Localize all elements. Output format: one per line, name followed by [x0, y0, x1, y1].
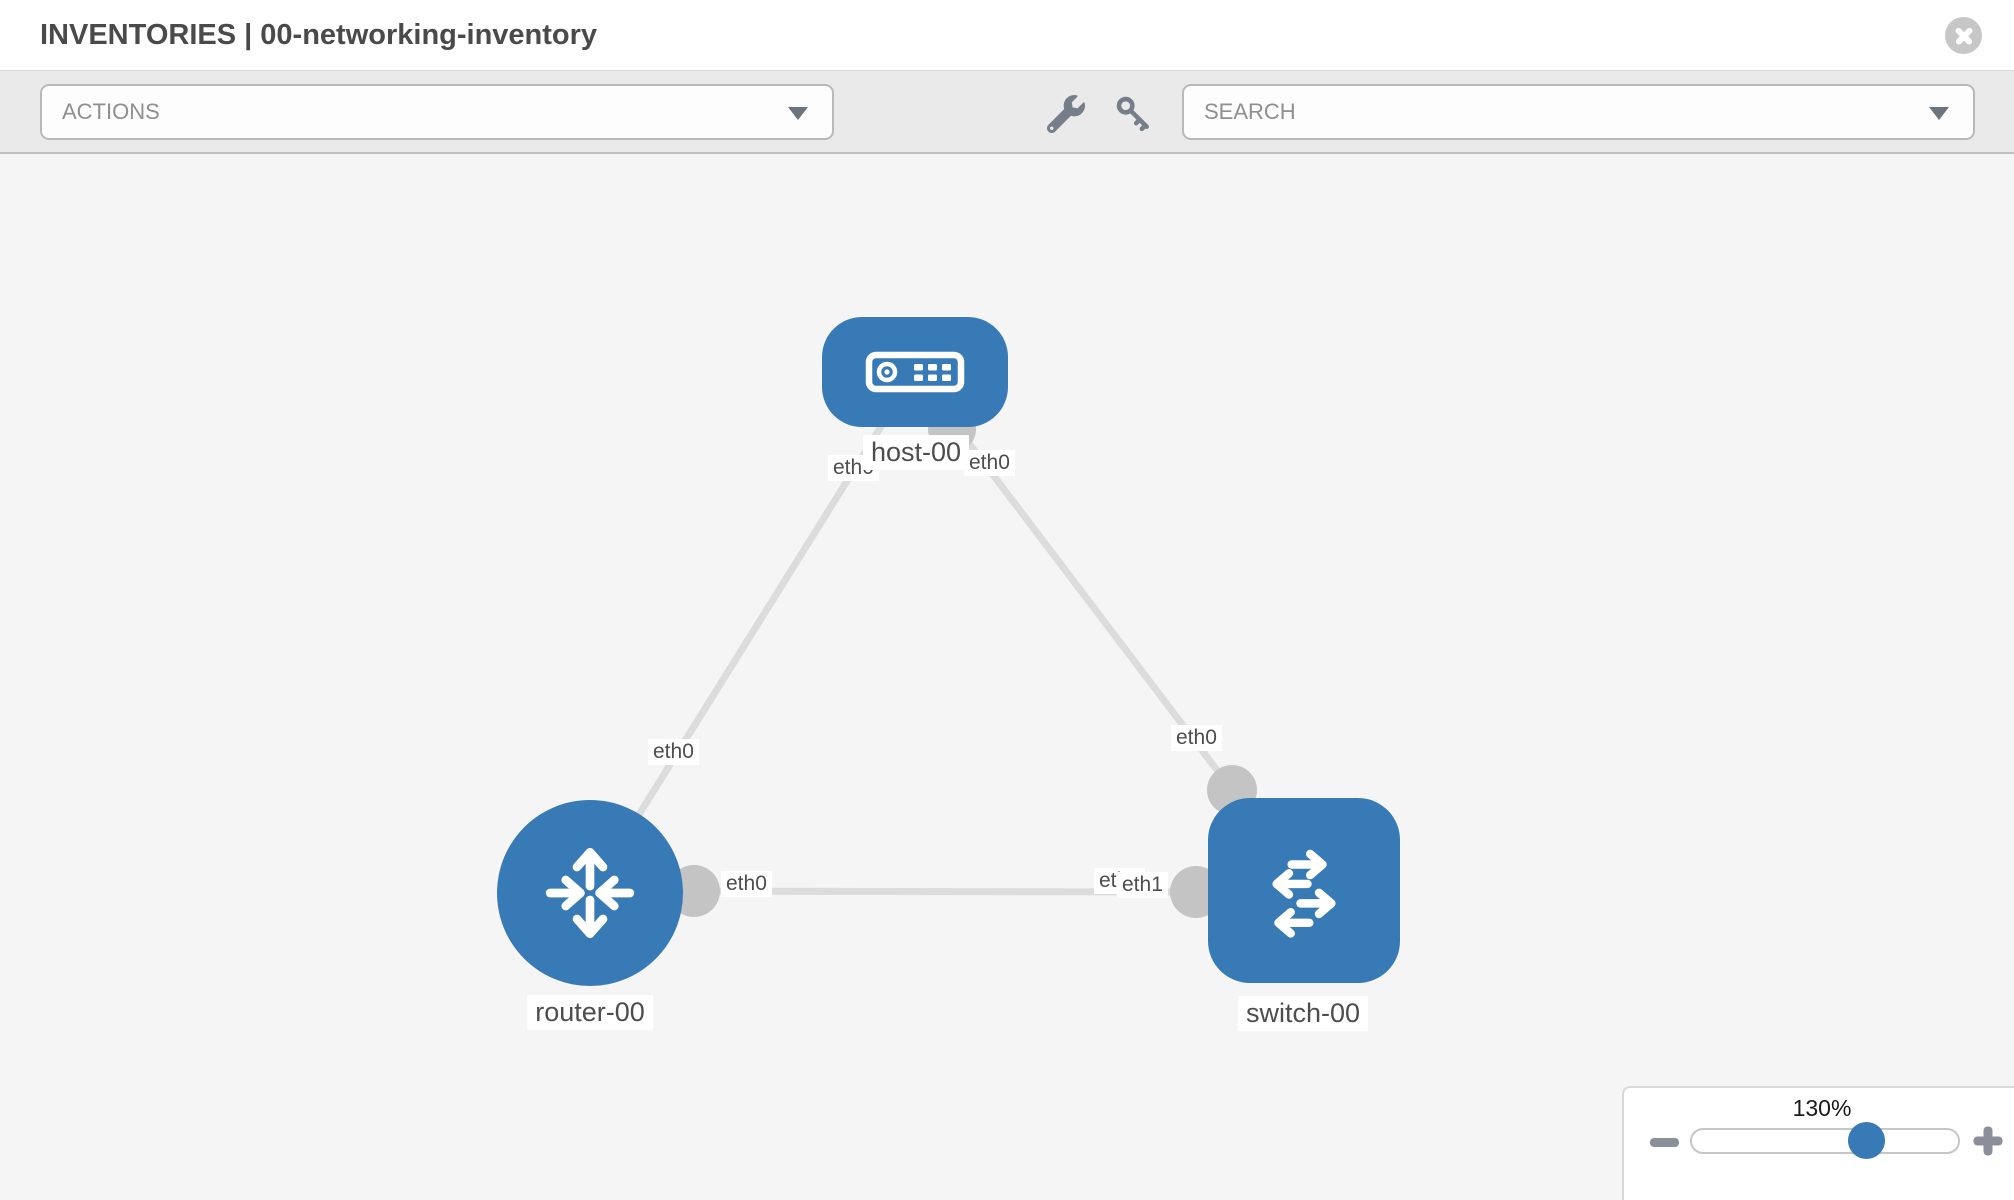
- router-icon: [545, 847, 635, 939]
- links-layer: [587, 369, 1257, 918]
- key-icon: [1116, 96, 1149, 132]
- zoom-level-label: 130%: [1792, 1095, 1852, 1121]
- zoom-out-button[interactable]: [1650, 1138, 1679, 1147]
- interface-label-router-eth0-up: eth0: [648, 739, 699, 765]
- interface-label-switch-eth0-top: eth0: [1171, 725, 1222, 751]
- credentials-button[interactable]: [1110, 90, 1158, 138]
- page-title: INVENTORIES | 00-networking-inventory: [40, 19, 598, 51]
- node-router-00[interactable]: [497, 800, 683, 986]
- plus-icon: [1983, 1126, 1993, 1156]
- toolbar: ACTIONS SEARCH: [0, 71, 2014, 154]
- interface-label-router-eth0-side: eth0: [721, 871, 772, 897]
- chevron-down-icon: [1929, 107, 1949, 120]
- node-switch-00[interactable]: [1208, 798, 1400, 983]
- zoom-slider-track[interactable]: [1690, 1122, 1960, 1159]
- tools-button[interactable]: [1042, 90, 1090, 138]
- search-dropdown-label: SEARCH: [1204, 99, 1296, 124]
- node-label-host-00: host-00: [862, 435, 970, 470]
- zoom-slider-thumb[interactable]: [1848, 1122, 1885, 1159]
- wrench-icon: [1047, 95, 1085, 133]
- interface-label-switch-eth1-side: eth1: [1117, 872, 1168, 898]
- host-icon: [865, 351, 965, 393]
- header: INVENTORIES | 00-networking-inventory: [0, 0, 2014, 71]
- actions-dropdown-label: ACTIONS: [62, 99, 160, 124]
- search-dropdown[interactable]: SEARCH: [1182, 84, 1975, 140]
- node-label-router-00: router-00: [527, 995, 653, 1030]
- node-host-00[interactable]: [822, 317, 1008, 427]
- zoom-control-panel: 130%: [1622, 1086, 2014, 1200]
- close-button[interactable]: [1945, 17, 1982, 54]
- zoom-in-button[interactable]: [1970, 1123, 2006, 1159]
- chevron-down-icon: [788, 107, 808, 120]
- switch-icon: [1272, 849, 1336, 938]
- actions-dropdown[interactable]: ACTIONS: [40, 84, 834, 140]
- interface-label-host-eth0-right: eth0: [964, 450, 1015, 476]
- topology-canvas[interactable]: host-00 router-00 switch-00 eth0 eth0 et…: [0, 154, 2014, 1200]
- node-label-switch-00: switch-00: [1237, 996, 1369, 1031]
